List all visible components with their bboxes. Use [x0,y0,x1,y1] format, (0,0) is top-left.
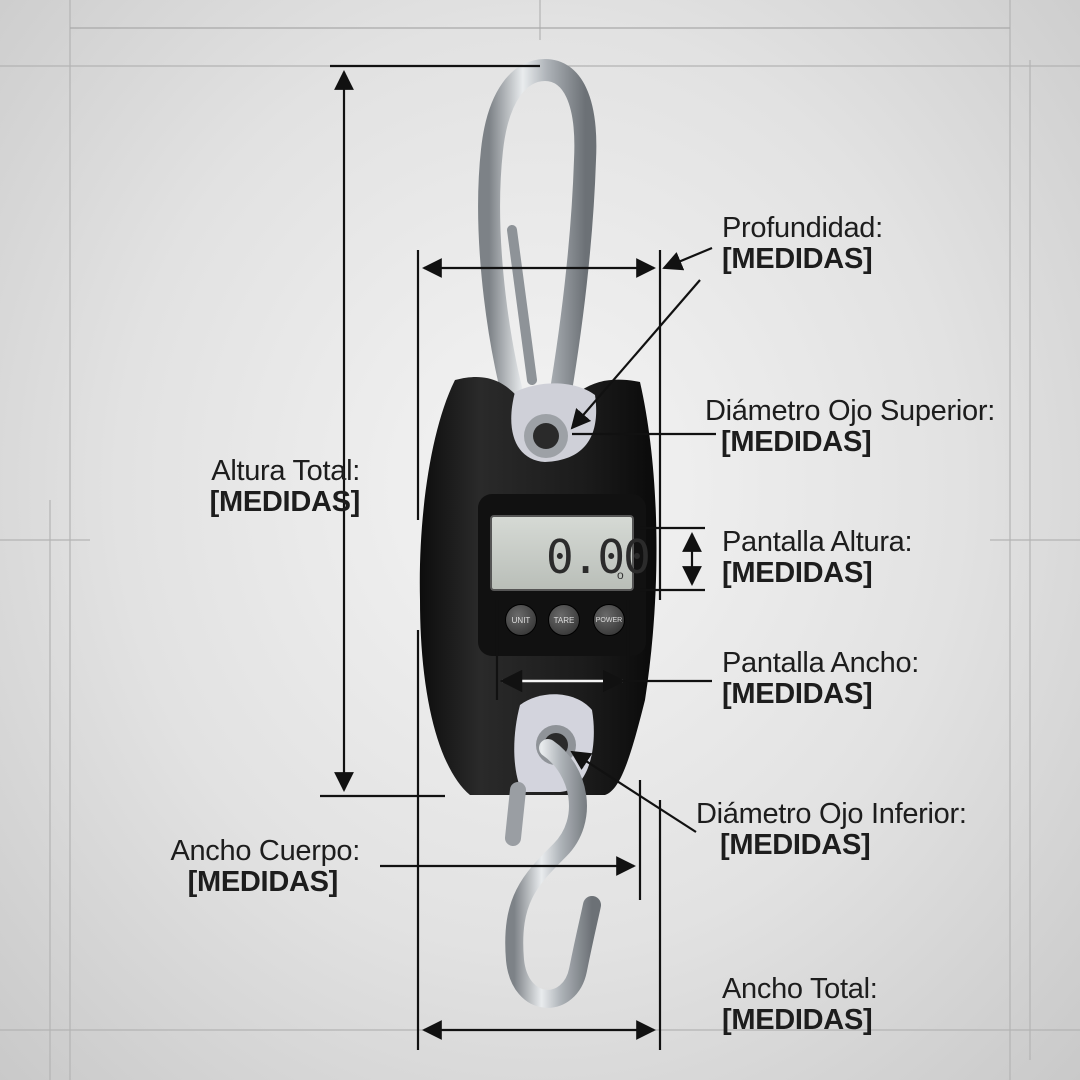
label-diametro-superior: Diámetro Ojo Superior: [MEDIDAS] [705,395,995,459]
lcd-unit-mark: o [617,568,624,582]
label-altura-total: Altura Total: [MEDIDAS] [190,455,361,519]
dimension-lines [320,64,716,1050]
label-diametro-superior-name: Diámetro Ojo Superior: [705,395,995,427]
label-profundidad-value: [MEDIDAS] [722,243,873,276]
tare-button[interactable]: TARE [548,604,580,636]
label-altura-total-value: [MEDIDAS] [209,486,361,519]
label-pantalla-altura-value: [MEDIDAS] [722,557,873,590]
label-pantalla-altura-name: Pantalla Altura: [722,526,913,558]
label-diametro-inferior-value: [MEDIDAS] [720,829,871,862]
label-ancho-cuerpo: Ancho Cuerpo: [MEDIDAS] [150,835,360,899]
label-diametro-inferior: Diámetro Ojo Inferior: [MEDIDAS] [696,798,967,862]
label-diametro-inferior-name: Diámetro Ojo Inferior: [696,798,967,830]
s-hook [505,739,601,1008]
label-pantalla-ancho-value: [MEDIDAS] [722,678,873,711]
label-ancho-total: Ancho Total: [MEDIDAS] [722,973,878,1037]
label-profundidad-name: Profundidad: [722,212,883,244]
label-ancho-total-name: Ancho Total: [722,973,878,1005]
scale-body [419,376,657,795]
lcd-reading: 0.00 [546,530,651,584]
label-ancho-cuerpo-name: Ancho Cuerpo: [170,835,360,867]
label-ancho-cuerpo-value: [MEDIDAS] [187,866,339,899]
label-profundidad: Profundidad: [MEDIDAS] [722,212,883,276]
label-pantalla-altura: Pantalla Altura: [MEDIDAS] [722,526,913,590]
power-button-label: POWER [595,616,623,624]
label-pantalla-ancho: Pantalla Ancho: [MEDIDAS] [722,647,920,711]
label-diametro-superior-value: [MEDIDAS] [721,426,872,459]
unit-button[interactable]: UNIT [505,604,537,636]
power-button[interactable]: POWER [593,604,625,636]
label-pantalla-ancho-name: Pantalla Ancho: [722,647,920,679]
label-ancho-total-value: [MEDIDAS] [722,1004,873,1037]
carabiner [478,58,597,431]
tare-button-label: TARE [553,615,575,625]
unit-button-label: UNIT [511,615,531,625]
lcd-value: 0.00 [546,530,651,584]
label-altura-total-name: Altura Total: [211,455,360,487]
